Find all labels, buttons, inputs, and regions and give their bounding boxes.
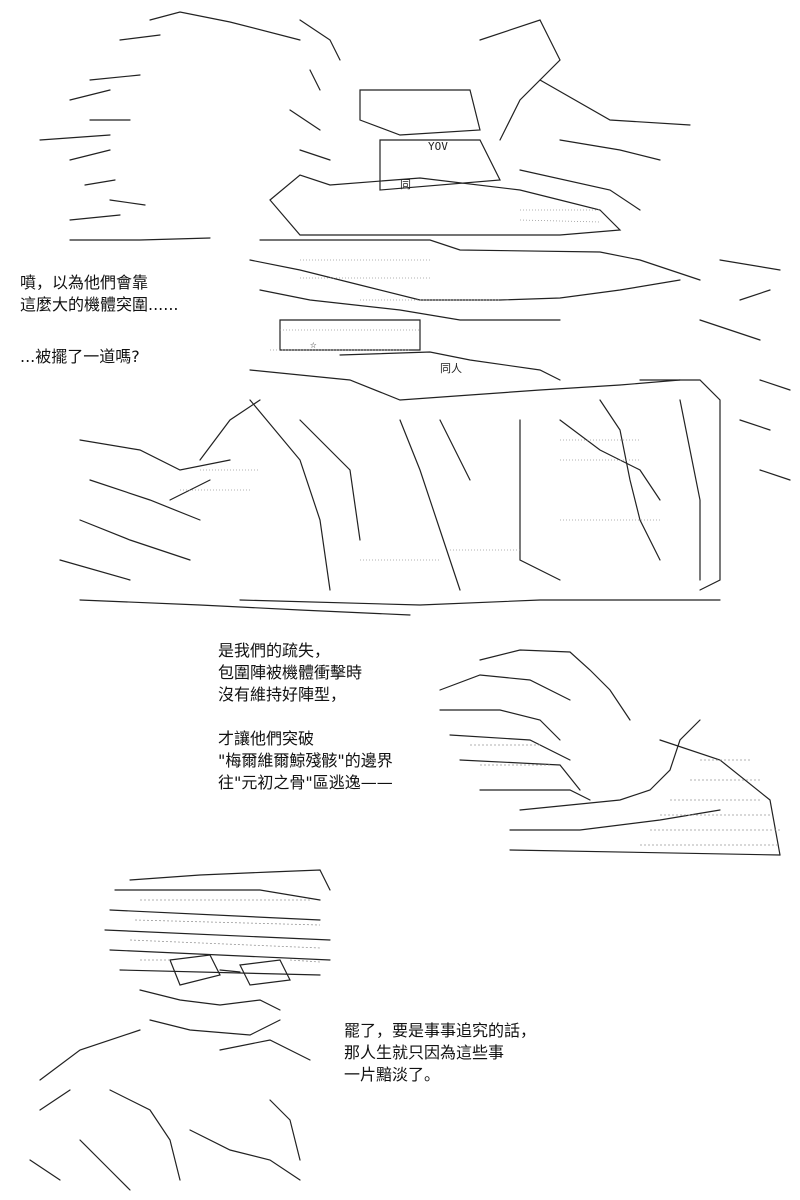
dialog-line: 是我們的疏失， [218, 641, 331, 660]
panel1-dialog: 噴，以為他們會靠 這麼大的機體突圍...... [20, 272, 179, 316]
dialog-line: 一片黯淡了。 [344, 1065, 441, 1084]
panel3-dialog: 罷了，要是事事追究的話， 那人生就只因為這些事 一片黯淡了。 [344, 1020, 536, 1086]
dialog-line: 往"元初之骨"區逃逸—— [218, 773, 393, 792]
art-label-yov: YOV [428, 140, 448, 153]
panel2-dialog: 是我們的疏失， 包圍陣被機體衝擊時 沒有維持好陣型， 才讓他們突破 "梅爾維爾鯨… [218, 640, 393, 794]
dialog-line: 沒有維持好陣型， [218, 685, 347, 704]
dialog-line: ...被擺了一道嗎? [20, 347, 140, 366]
mecha-ascii-art: YOV 同 同人 ☆ [39, 11, 791, 616]
dialog-line [218, 706, 393, 728]
dialog-line: 這麼大的機體突圍...... [20, 295, 179, 314]
bowing-figure-ascii-art [439, 649, 781, 856]
art-label-tongren: 同人 [440, 362, 462, 375]
panel-report: 是我們的疏失， 包圍陣被機體衝擊時 沒有維持好陣型， 才讓他們突破 "梅爾維爾鯨… [0, 640, 800, 860]
panel-mecha: YOV 同 同人 ☆ 噴，以為他們會靠 這麼大的機體突圍...... ...被擺… [20, 11, 791, 616]
dialog-line: 噴，以為他們會靠 [20, 273, 149, 292]
glasses-figure-ascii-art [29, 869, 331, 1191]
dialog-line: 那人生就只因為這些事 [344, 1043, 505, 1062]
panel1-dialog-2: ...被擺了一道嗎? [20, 346, 140, 368]
dialog-line: "梅爾維爾鯨殘骸"的邊界 [218, 751, 393, 770]
dialog-line: 罷了，要是事事追究的話， [344, 1021, 537, 1040]
dialog-line: 才讓他們突破 [218, 729, 315, 748]
panel-resignation: 罷了，要是事事追究的話， 那人生就只因為這些事 一片黯淡了。 [0, 860, 800, 1200]
dialog-line: 包圍陣被機體衝擊時 [218, 663, 363, 682]
art-label-tong: 同 [400, 178, 411, 191]
art-label-star: ☆ [310, 338, 317, 351]
